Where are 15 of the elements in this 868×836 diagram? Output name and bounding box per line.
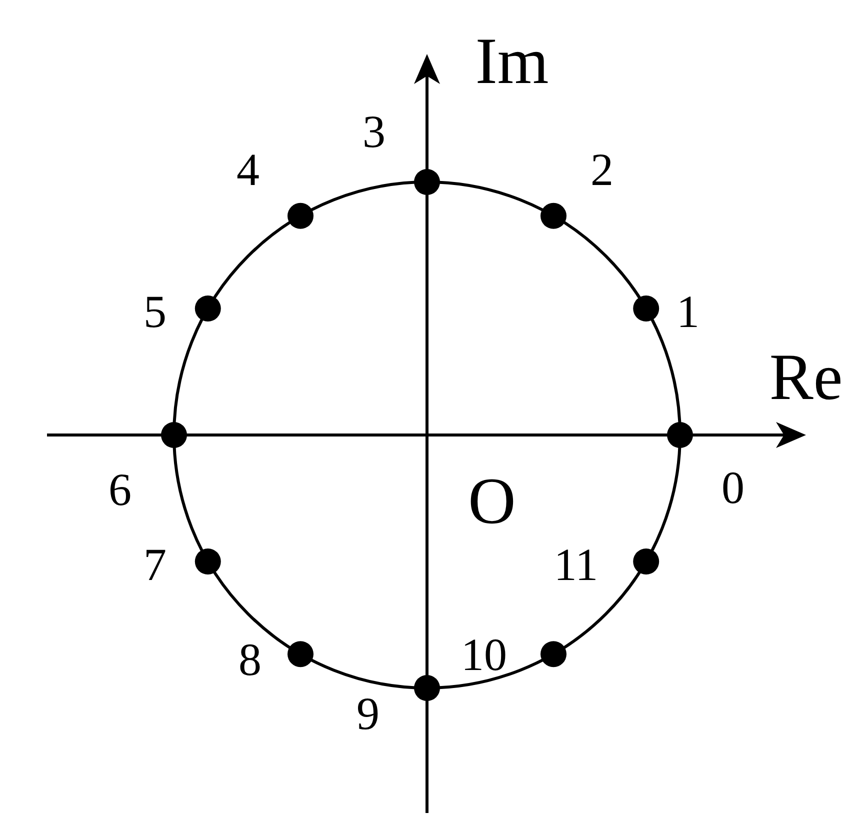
point-number: 9 (356, 691, 380, 737)
point-number: 6 (108, 467, 132, 513)
axis-label: Re (769, 345, 843, 411)
point-number: 5 (144, 289, 166, 335)
point-number: 7 (144, 542, 166, 588)
axis-label: Im (475, 29, 549, 95)
point-number: 11 (554, 542, 598, 588)
point-number: 4 (236, 147, 260, 193)
point-number: 8 (238, 637, 262, 683)
point-number: 10 (461, 632, 507, 678)
point-number: 1 (676, 289, 700, 335)
point-number: 2 (590, 147, 614, 193)
origin-label: O (468, 469, 516, 535)
point-number: 3 (362, 109, 386, 155)
point-number: 0 (722, 465, 744, 511)
